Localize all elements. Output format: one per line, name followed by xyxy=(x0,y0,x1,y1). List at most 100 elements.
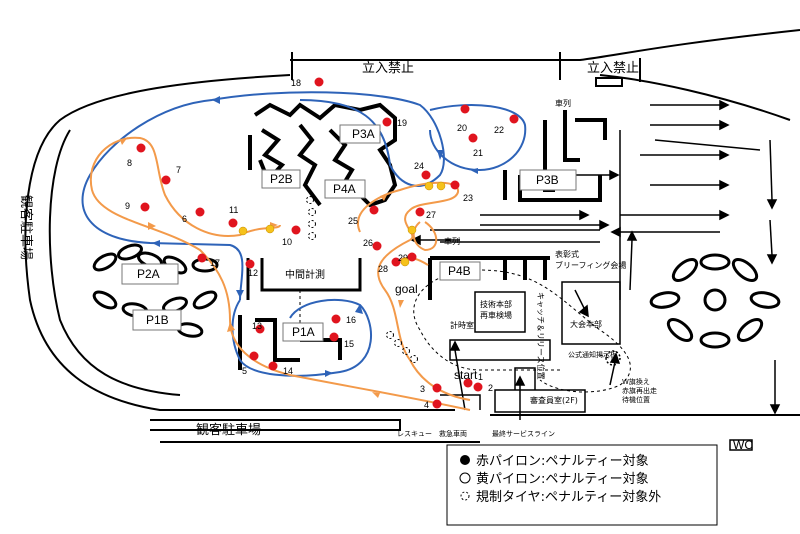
pylon-number-8: 8 xyxy=(127,158,132,168)
red-pylon-23 xyxy=(450,180,460,190)
red-pylon-19 xyxy=(382,117,392,127)
pylon-number-16: 16 xyxy=(346,315,356,325)
yellow-pylons xyxy=(238,181,446,267)
red-pylon-8 xyxy=(136,143,146,153)
pylon-number-25: 25 xyxy=(348,216,358,226)
rescue-label: レスキュー 救急車両 xyxy=(397,429,467,438)
red-pylon-12 xyxy=(245,259,255,269)
no-entry-top-label: 立入禁止 xyxy=(362,61,414,76)
zone-p1b-label: P1B xyxy=(146,313,169,327)
yellow-pylon xyxy=(265,224,275,234)
catch-and-release-label: キャッチ＆リリース位置 xyxy=(536,292,546,380)
red-pylon-20 xyxy=(460,104,470,114)
goal-label: goal xyxy=(395,282,418,296)
pylon-number-20: 20 xyxy=(457,123,467,133)
red-pylon-10 xyxy=(291,225,301,235)
w-checkered-label: W旗換え赤旗再出走待機位置 xyxy=(622,377,657,404)
legend-yellow-marker xyxy=(459,472,471,484)
pylon-number-29: 29 xyxy=(398,253,408,263)
red-pylon-3 xyxy=(432,383,442,393)
yellow-pylon xyxy=(400,257,410,267)
red-pylon-1 xyxy=(463,378,473,388)
final-service-label: 最終サービスライン xyxy=(492,429,555,438)
zone-labels: P3A P2B P4A P3B P2A P1B P1A P4B xyxy=(121,124,577,342)
legend-yellow-label: 黄パイロン:ペナルティー対象 xyxy=(476,472,649,487)
pylon-number-19: 19 xyxy=(397,118,407,128)
zone-p2a-label: P2A xyxy=(137,267,160,281)
legend-tire-marker xyxy=(460,491,470,501)
pylon-number-1: 1 xyxy=(478,372,483,382)
red-pylon-5 xyxy=(249,351,259,361)
no-entry-right-label: 立入禁止 xyxy=(587,61,639,76)
zone-p3b-label: P3B xyxy=(536,173,559,187)
pylon-number-7: 7 xyxy=(176,165,181,175)
pylon-number-3: 3 xyxy=(420,384,425,394)
pylon-number-15: 15 xyxy=(344,339,354,349)
pylon-number-18: 18 xyxy=(291,78,301,88)
red-pylons xyxy=(136,77,519,409)
pylon-number-21: 21 xyxy=(473,148,483,158)
red-pylon-9 xyxy=(140,202,150,212)
red-pylon-14 xyxy=(268,361,278,371)
legend: 赤パイロン:ペナルティー対象 黄パイロン:ペナルティー対象 規制タイヤ:ペナルテ… xyxy=(446,444,718,526)
start-label: start xyxy=(454,368,478,382)
red-pylon-22 xyxy=(509,114,519,124)
tech-hq-label: 技術本部再車検場 xyxy=(480,299,512,320)
spectator-parking-left-label: 観客駐車場 xyxy=(18,195,34,260)
red-pylon-26 xyxy=(372,241,382,251)
pylon-number-27: 27 xyxy=(426,210,436,220)
pylon-number-24: 24 xyxy=(414,161,424,171)
red-pylon-15 xyxy=(329,332,339,342)
red-pylon-18 xyxy=(314,77,324,87)
zone-p4a-label: P4A xyxy=(333,182,356,196)
pylon-number-23: 23 xyxy=(463,193,473,203)
red-pylon-13 xyxy=(255,324,265,334)
route-arrowheads xyxy=(120,96,478,398)
pylon-number-11: 11 xyxy=(229,205,238,215)
pylon-number-14: 14 xyxy=(283,366,293,376)
red-pylon-24 xyxy=(421,170,431,180)
red-pylon-21 xyxy=(468,133,478,143)
pylon-number-10: 10 xyxy=(282,237,292,247)
pylon-number-12: 12 xyxy=(248,268,258,278)
pylon-number-22: 22 xyxy=(494,125,504,135)
buildings xyxy=(449,281,753,451)
yellow-pylon xyxy=(407,225,417,235)
zone-p3a-label: P3A xyxy=(352,127,375,141)
pylon-number-17: 17 xyxy=(210,258,220,268)
red-pylon-2 xyxy=(473,382,483,392)
hq-label: 大会本部 xyxy=(570,319,602,329)
timer-room-label: 計時室 xyxy=(450,320,474,330)
pylon-number-9: 9 xyxy=(125,201,130,211)
zone-p3a-structure xyxy=(248,102,398,208)
yellow-pylon xyxy=(238,226,248,236)
pylon-number-28: 28 xyxy=(378,264,388,274)
legend-red-marker xyxy=(460,455,470,465)
stewards-room-label: 審査員室(2F) xyxy=(530,395,578,405)
pylon-number-6: 6 xyxy=(182,214,187,224)
yellow-pylon xyxy=(436,181,446,191)
zone-p4b-label: P4B xyxy=(448,264,471,278)
gates xyxy=(291,52,641,87)
pylon-number-26: 26 xyxy=(363,238,373,248)
red-pylon-27 xyxy=(415,207,425,217)
zone-p4b-structure xyxy=(428,256,550,300)
results-board-label: 公式通知掲示板 xyxy=(568,350,617,359)
red-pylon-17 xyxy=(197,253,207,263)
pylon-number-2: 2 xyxy=(488,383,493,393)
direction-arrows xyxy=(410,99,781,420)
red-pylon-16 xyxy=(331,314,341,324)
spectator-parking-bottom-label: 観客駐車場 xyxy=(196,422,261,438)
red-pylon-7 xyxy=(161,175,171,185)
award-briefing-label: 表彰式ブリーフィング会場 xyxy=(555,249,626,270)
map-text: 立入禁止 立入禁止 観客駐車場 観客駐車場 中間計測 goal start 車列… xyxy=(18,61,753,452)
red-pylon-4 xyxy=(432,399,442,409)
midpoint-timing-label: 中間計測 xyxy=(285,268,325,281)
zone-p1a-label: P1A xyxy=(292,325,315,339)
red-pylon-29 xyxy=(407,252,417,262)
legend-tire-label: 規制タイヤ:ペナルティー対象外 xyxy=(476,490,661,505)
yellow-pylon xyxy=(424,181,434,191)
